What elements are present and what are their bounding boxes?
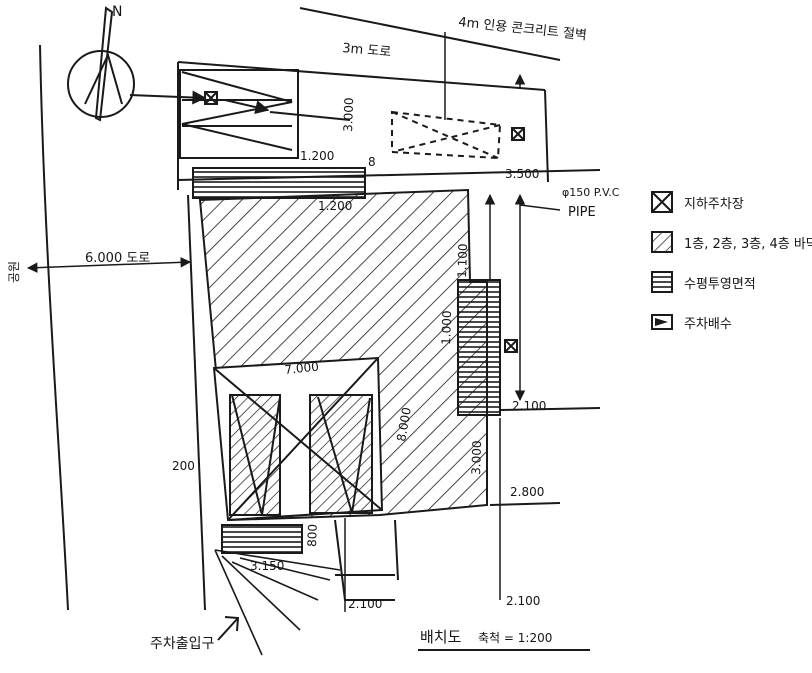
legend: 지하주차장 1층, 2층, 3층, 4층 바닥 수평투영면적 주차배수: [651, 191, 812, 332]
parking-mark-icon: [511, 127, 525, 141]
north-property-line: [177, 61, 546, 91]
stair-north: [192, 167, 366, 199]
legend-label: 주차배수: [684, 317, 732, 332]
projection-areas: [192, 167, 501, 554]
entrance-hatch: [214, 549, 341, 656]
parking-stall-1: [229, 394, 281, 516]
pvc-pipe-word-label: PIPE: [568, 205, 596, 220]
dim-text: 2.100: [348, 597, 382, 611]
drawing-title: 배치도 축척 = 1:200: [418, 628, 590, 651]
dim-text: 2.100: [506, 594, 540, 608]
north-label: N: [112, 4, 122, 20]
dim-text: 2.100: [512, 399, 546, 413]
dim-text: 1.200: [300, 149, 334, 163]
dim-text: 1.100: [455, 243, 470, 278]
east-line-2100: [499, 407, 601, 411]
diagonal-hatch-icon: [651, 231, 673, 253]
park-label: 공원: [7, 261, 21, 283]
legend-label: 지하주차장: [684, 197, 744, 212]
pvc-pipe-size-label: φ150 P.V.C: [562, 186, 620, 199]
legend-item-drainage: 주차배수: [651, 314, 732, 332]
x-box-icon: [651, 191, 673, 213]
dim-text: 1.000: [439, 310, 454, 345]
road-6m-label: 6.000 도로: [85, 251, 150, 266]
dim-text: 8: [368, 155, 376, 169]
dimension-lines: [26, 73, 561, 612]
dim-text: 8.000: [394, 406, 414, 442]
legend-item-underground-parking: 지하주차장: [651, 191, 744, 213]
stair-east: [457, 279, 501, 416]
parking-stall-2: [309, 394, 373, 514]
legend-label: 1층, 2층, 3층, 4층 바닥: [684, 237, 812, 252]
legend-label: 수평투영면적: [684, 277, 756, 292]
retaining-wall-label: 4m 인용 콘크리트 절벽: [458, 15, 588, 43]
dim-text: 3.000: [341, 97, 356, 132]
east-property-line-upper: [544, 89, 549, 183]
park-boundary-line: [39, 44, 69, 611]
legend-item-floors: 1층, 2층, 3층, 4층 바닥: [651, 231, 812, 253]
dim-text: 3.500: [505, 167, 539, 181]
dim-text: 7.000: [284, 359, 320, 377]
title-scale: 축척 = 1:200: [478, 631, 552, 645]
retaining-wall-outline: [391, 110, 502, 160]
south-lot-line: [334, 519, 395, 601]
road-3m-edge: [299, 7, 561, 61]
west-road-edge: [187, 194, 206, 611]
north-arrow: N: [67, 4, 135, 122]
south-lot-line-3: [394, 519, 399, 581]
dim-text: 200: [172, 459, 195, 473]
main-building: [198, 188, 488, 522]
parking-entrance-label: 주차출입구: [150, 636, 215, 652]
parking-ramp-zigzag: [181, 71, 293, 151]
road-3m-label: 3m 도로: [342, 41, 392, 60]
dim-text: 1.200: [318, 199, 352, 213]
dim-text: 800: [305, 524, 320, 547]
dim-text: 2.800: [510, 485, 544, 499]
north-arrow-head: [84, 52, 123, 105]
legend-item-projection: 수평투영면적: [651, 271, 756, 293]
dim-text: 3.150: [250, 559, 284, 573]
arrow-box-icon: [651, 314, 673, 330]
stair-south: [221, 524, 303, 554]
horizontal-hatch-icon: [651, 271, 673, 293]
entrance-arrow: [217, 616, 240, 641]
title-name: 배치도: [420, 628, 462, 646]
dim-text: 3.000: [469, 440, 484, 475]
north-arrow-needle: [94, 6, 114, 122]
east-line-2800: [489, 502, 561, 506]
dim-6000-line: [26, 257, 192, 273]
dimension-labels: 3.000 1.200 8 1.200 3.500 1.100 1.000 8.…: [172, 97, 546, 611]
